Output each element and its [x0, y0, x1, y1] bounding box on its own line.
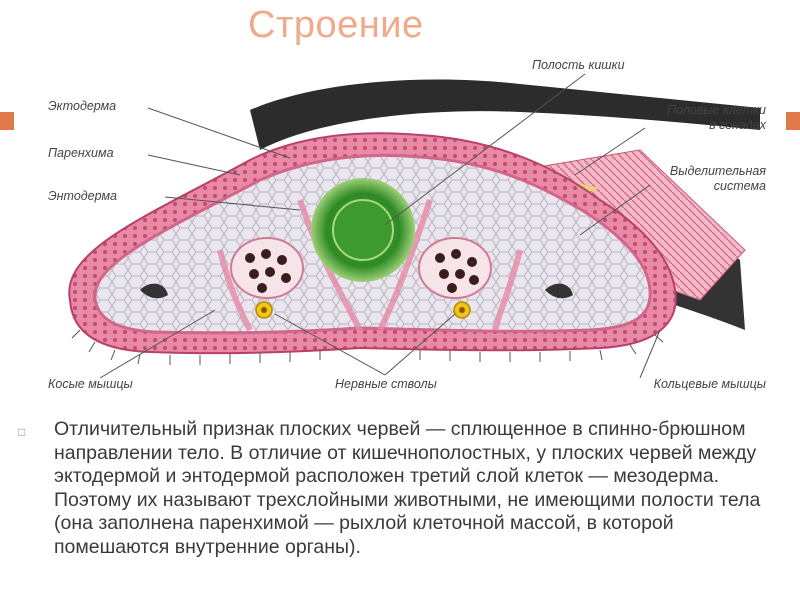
label-endoderm: Энтодерма [48, 189, 117, 203]
leader-lines [99, 73, 661, 379]
description-paragraph: Отличительный признак плоских червей — с… [54, 418, 761, 558]
flatworm-cross-section-illustration [68, 73, 760, 379]
muscle-strands [217, 199, 523, 332]
left-accent-marker [0, 112, 14, 130]
label-oblique-muscles: Косые мышцы [48, 377, 133, 391]
label-excretory-line2: система [713, 179, 766, 193]
label-sex-cells-line2: в гонадах [709, 118, 766, 132]
label-nerve-trunks: Нервные стволы [335, 377, 437, 391]
label-sex-cells-line1: Половые клетки [667, 103, 766, 117]
label-ectoderm: Эктодерма [48, 99, 117, 113]
label-gut-cavity: Полость кишки [532, 58, 625, 72]
sex-cells-right [435, 249, 479, 293]
label-ring-muscles: Кольцевые мышцы [653, 377, 766, 391]
label-parenchyma: Паренхима [48, 146, 114, 160]
right-accent-marker [786, 112, 800, 130]
square-bullet-icon: □ [18, 425, 26, 439]
label-excretory-line1: Выделительная [669, 164, 766, 178]
gut-lumen [332, 199, 394, 261]
slide-title: Строение [248, 4, 424, 46]
flame-cell-right [545, 283, 573, 299]
dorsal-cilia [250, 79, 760, 150]
ventral-cilia [71, 329, 664, 365]
sex-cells-left [245, 249, 291, 293]
flame-cell-left [140, 283, 168, 299]
